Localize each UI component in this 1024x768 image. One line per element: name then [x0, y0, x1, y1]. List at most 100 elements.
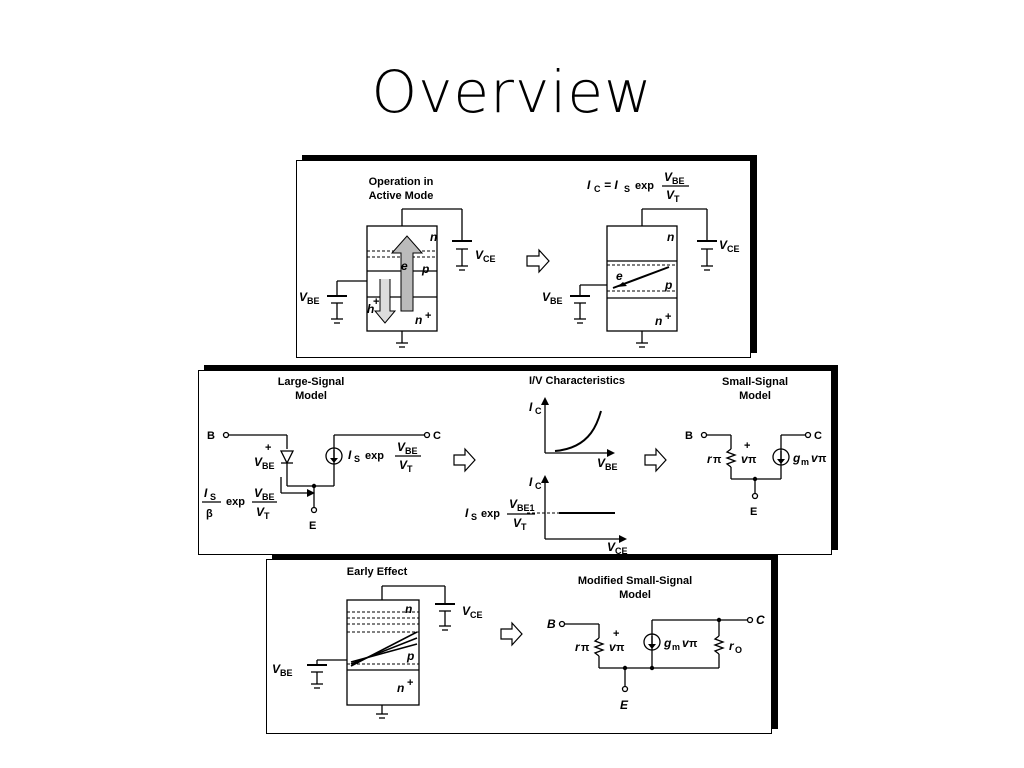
- mod-vpi: v: [609, 640, 617, 654]
- n-plus: +: [425, 310, 431, 322]
- hollow-arrow-3: [644, 447, 667, 473]
- electron-label: e: [401, 259, 408, 273]
- early-n-plus: +: [407, 677, 413, 689]
- beta-num-sub: S: [210, 492, 216, 502]
- models-panel: Large-Signal Model I/V Characteristics S…: [198, 370, 832, 556]
- iv-vt-sub: T: [521, 522, 527, 532]
- eq-ic-sub: C: [594, 184, 601, 194]
- iv-is: I: [465, 506, 469, 520]
- iv-is-sub: S: [471, 512, 477, 522]
- modified-line2: Model: [619, 589, 651, 601]
- mod-b-terminal: B: [547, 617, 556, 631]
- early-vbe-sub: BE: [280, 668, 293, 678]
- bjt-cross-section-right: [570, 208, 717, 348]
- eq-equals-is: = I: [604, 178, 618, 192]
- vce-label: V: [475, 248, 484, 262]
- iv-vce-axis-sub: CE: [615, 546, 628, 556]
- ss-b-terminal: B: [685, 430, 693, 442]
- beta-num: I: [204, 486, 208, 500]
- iv-vbe-axis: V: [597, 456, 606, 470]
- hole-plus: +: [373, 296, 379, 308]
- iv-plot-vce: [527, 475, 627, 543]
- p-region: p: [421, 262, 429, 276]
- large-signal-line1: Large-Signal: [278, 376, 345, 388]
- vbe-sub-r: BE: [550, 296, 563, 306]
- diode-vbe: V: [254, 455, 263, 469]
- ss-gm-pi: π: [818, 453, 827, 465]
- n-region-top: n: [430, 230, 437, 244]
- vce-label-r: V: [719, 238, 728, 252]
- ss-rpi: r: [707, 452, 713, 466]
- eq-is-sub: S: [624, 184, 630, 194]
- beta-frac-den-sub: T: [264, 511, 270, 521]
- early-vce-sub: CE: [470, 610, 483, 620]
- hollow-arrow-1: [526, 248, 550, 274]
- mod-vpi-plus: +: [613, 628, 619, 640]
- slide-title: Overview: [371, 58, 653, 126]
- large-signal-circuit: [222, 431, 431, 514]
- early-vce: V: [462, 604, 471, 618]
- mod-ro-sub: O: [735, 645, 742, 655]
- iv-ic-axis-1: I: [529, 400, 533, 414]
- mod-e-terminal: E: [620, 698, 629, 712]
- beta-exp: exp: [226, 496, 245, 508]
- p-region-r: p: [664, 278, 672, 292]
- early-effect-panel: Early Effect Modified Small-Signal Model…: [266, 559, 772, 734]
- ss-vpi-plus: +: [744, 440, 750, 452]
- ss-gm-v: v: [811, 451, 819, 465]
- mod-gm: g: [663, 636, 672, 650]
- vbe-sub: BE: [307, 296, 320, 306]
- iv-ic-axis-2-sub: C: [535, 481, 542, 491]
- ss-gm: g: [792, 451, 801, 465]
- small-signal-line1: Small-Signal: [722, 376, 788, 388]
- iv-vce-axis: V: [607, 540, 616, 554]
- src-is-sub: S: [354, 454, 360, 464]
- eq-num-sub: BE: [672, 176, 685, 186]
- mod-c-terminal: C: [756, 613, 765, 627]
- early-bjt-cross-section: [307, 585, 455, 719]
- mod-vpi-pi: π: [616, 642, 625, 654]
- heading-line2: Active Mode: [369, 190, 434, 202]
- early-n-top: n: [405, 602, 412, 616]
- eq-exp: exp: [635, 180, 654, 192]
- ss-vpi: v: [741, 452, 749, 466]
- n-region-bottom: n: [415, 313, 422, 327]
- early-n-bot: n: [397, 681, 404, 695]
- modified-small-signal-circuit: [558, 616, 754, 693]
- ss-e-terminal: E: [750, 506, 757, 518]
- modified-line1: Modified Small-Signal: [578, 575, 692, 587]
- diode-vbe-sub: BE: [262, 461, 275, 471]
- n-region-bottom-r: n: [655, 314, 662, 328]
- beta-frac-num: V: [254, 486, 263, 500]
- early-effect-title: Early Effect: [347, 566, 408, 578]
- eq-num: V: [664, 170, 673, 184]
- bjt-cross-section-left: [327, 208, 472, 348]
- beta-frac-num-sub: BE: [262, 492, 275, 502]
- iv-plot-vbe: [541, 397, 615, 457]
- heading-line1: Operation in: [369, 176, 434, 188]
- iv-vbe-axis-sub: BE: [605, 462, 618, 472]
- src-num: V: [397, 440, 406, 454]
- hollow-arrow-2: [453, 447, 476, 473]
- iv-exp: exp: [481, 508, 500, 520]
- vbe-label-r: V: [542, 290, 551, 304]
- mod-rpi-pi: π: [581, 642, 590, 654]
- iv-vbe1: V: [509, 497, 518, 511]
- hollow-arrow-4: [500, 621, 523, 647]
- vce-sub: CE: [483, 254, 496, 264]
- mod-ro: r: [729, 639, 735, 653]
- iv-ic-axis-1-sub: C: [535, 406, 542, 416]
- diode-plus: +: [265, 442, 271, 454]
- src-exp: exp: [365, 450, 384, 462]
- small-signal-circuit: [700, 431, 812, 500]
- early-effect-diagram: Early Effect Modified Small-Signal Model…: [272, 566, 765, 719]
- n-region-top-r: n: [667, 230, 674, 244]
- electron-label-r: e: [616, 269, 623, 283]
- eq-den-sub: T: [674, 194, 680, 204]
- iv-title: I/V Characteristics: [529, 375, 625, 387]
- eq-den: V: [666, 188, 675, 202]
- early-p: p: [406, 649, 414, 663]
- ss-gm-sub: m: [801, 457, 809, 467]
- src-den-sub: T: [407, 464, 413, 474]
- mod-rpi: r: [575, 640, 581, 654]
